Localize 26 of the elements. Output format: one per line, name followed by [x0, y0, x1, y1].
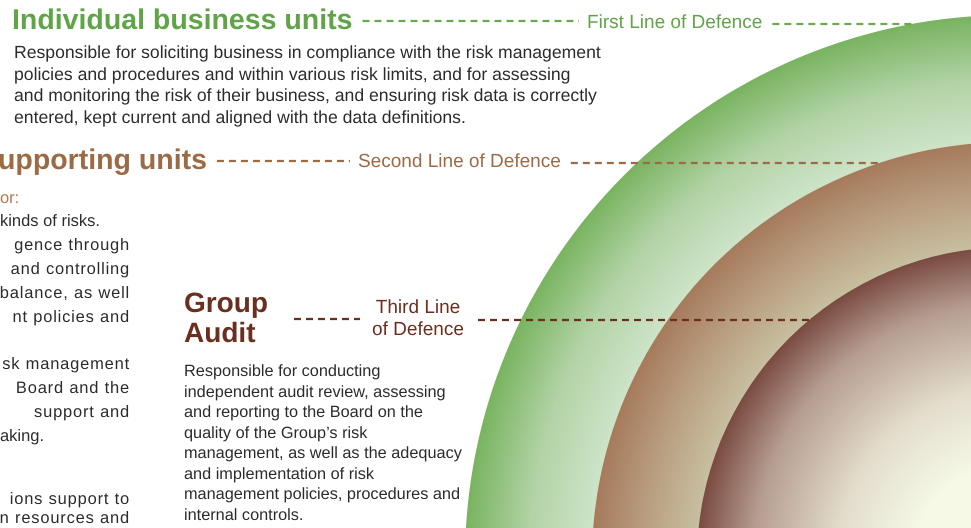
description-text: balance, as well — [0, 283, 130, 303]
description-text: Board and the — [16, 378, 130, 398]
description-text: Responsible for soliciting business in compliance with the risk management policies and procedures and within various risk limits, and for assessing and monitoring the risk of their business, and ensuring risk data is correctly entered, kept current and aligned with the data definitions. — [14, 42, 602, 128]
description-text: or: — [0, 188, 20, 208]
defence-line-label: Second Line of Defence — [358, 151, 561, 173]
unit-heading: Individual business units — [12, 5, 352, 36]
description-text: n resources and — [0, 508, 130, 528]
description-text: gence through — [14, 235, 130, 255]
description-text: kinds of risks. — [0, 211, 100, 231]
description-text: and controlling — [10, 259, 130, 279]
dashed-connector — [570, 162, 880, 164]
defence-line-label: First Line of Defence — [587, 12, 762, 34]
description-text: ions support to — [10, 489, 130, 509]
description-text: sk management — [2, 354, 130, 374]
description-text: Responsible for conducting independent audit review, assessing and reporting to the Board on the quality of the Group’s risk management, as well as the adequacy and implementation of risk management policies, procedures and internal controls. — [184, 361, 463, 525]
unit-heading: upporting units — [0, 145, 207, 176]
description-text: aking. — [0, 426, 44, 446]
defence-line-label: Third Line of Defence — [368, 297, 468, 341]
dashed-connector — [294, 318, 360, 320]
description-text: nt policies and — [12, 307, 130, 327]
description-text: support and — [34, 402, 130, 422]
dashed-connector — [362, 20, 579, 22]
dashed-connector — [772, 22, 912, 26]
unit-heading: Group Audit — [184, 288, 284, 348]
dashed-connector — [216, 160, 350, 162]
dashed-connector — [478, 318, 810, 322]
